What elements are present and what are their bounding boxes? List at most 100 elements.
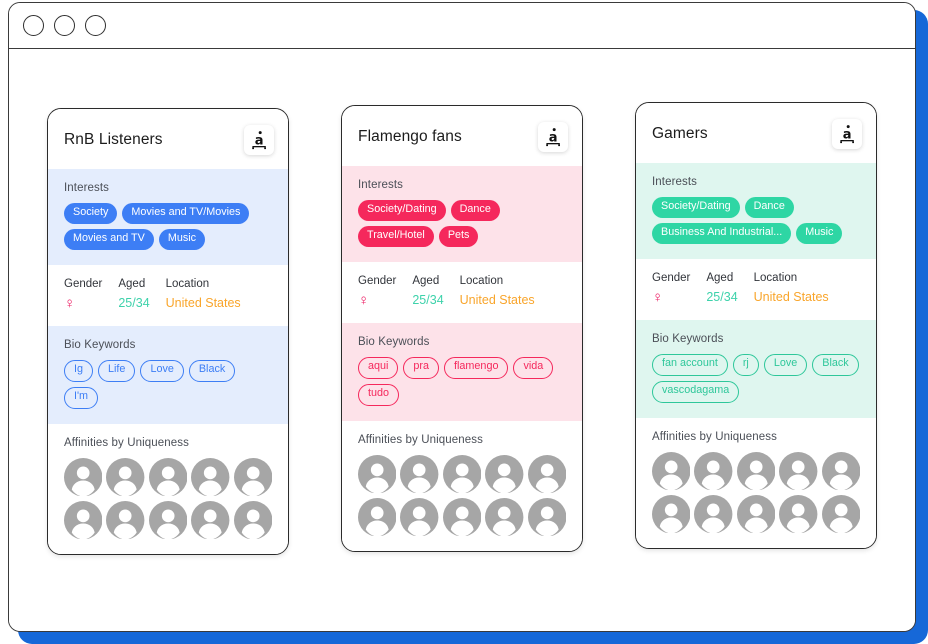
card-header: Flamengo fans a [342,106,582,166]
age-value: 25/34 [412,293,444,308]
bio-keyword-chip[interactable]: vascodagama [652,380,740,403]
demographics-section: Gender Aged Location ♀ 25/34 United Stat… [342,261,582,323]
window-close-icon[interactable] [23,15,44,36]
window-minimize-icon[interactable] [54,15,75,36]
interest-chip[interactable]: Society [64,203,118,224]
interest-chip[interactable]: Travel/Hotel [358,225,434,247]
interest-chip[interactable]: Society/Dating [652,197,740,218]
affinity-avatar[interactable] [694,451,733,490]
affinity-avatar[interactable] [694,494,733,534]
affinity-avatar[interactable] [191,500,230,540]
svg-text:a: a [843,127,852,142]
demographics-header-aged: Aged [118,277,146,290]
audiense-a-logo-icon[interactable]: a [832,119,862,149]
bio-keyword-chip[interactable]: Black [188,359,236,382]
affinity-avatar[interactable] [358,497,397,537]
affinity-avatar[interactable] [233,457,273,496]
window-titlebar [9,3,915,49]
bio-keyword-chip[interactable]: Love [140,359,184,382]
affinity-avatar[interactable] [736,451,776,490]
interests-label: Interests [64,182,110,194]
bio-keyword-chip[interactable]: fan account [652,353,728,376]
card-title: Flamengo fans [358,128,462,145]
bio-keyword-chip[interactable]: Black [812,353,859,376]
bio-keyword-chip[interactable]: Love [763,353,808,376]
gender-female-icon: ♀ [652,288,664,306]
location-value: United States [459,293,535,308]
bio-keyword-chip[interactable]: rj [732,353,759,376]
affinity-avatar[interactable] [652,494,691,534]
bio-keywords-label: Bio Keywords [358,335,430,348]
affinity-avatar[interactable] [652,451,691,490]
affinities-section: Affinities by Uniqueness [48,423,288,555]
svg-text:a: a [549,130,558,145]
bio-keyword-chip[interactable]: aqui [358,356,399,379]
affinity-avatar[interactable] [106,500,145,540]
affinity-avatar[interactable] [106,457,145,496]
affinity-avatar[interactable] [400,497,439,537]
affinity-avatar-grid [358,454,567,537]
affinity-avatar[interactable] [485,497,524,537]
affinities-label: Affinities by Uniqueness [652,430,777,443]
audience-card-red[interactable]: Flamengo fans a Interests Society/Dating… [341,105,583,553]
affinity-avatar[interactable] [358,454,397,493]
affinity-avatar[interactable] [485,454,524,493]
window-maximize-icon[interactable] [85,15,106,36]
interest-chip[interactable]: Music [158,228,206,250]
affinity-avatar[interactable] [64,500,103,540]
bio-keyword-chip[interactable]: Ig [64,359,94,382]
bio-keyword-chip[interactable]: I'm [64,386,99,409]
demographics-header-aged: Aged [412,274,440,287]
affinity-avatar[interactable] [821,451,861,490]
audiense-a-logo-icon[interactable]: a [538,122,568,152]
bio-keyword-chip[interactable]: Life [98,359,136,382]
interests-label: Interests [652,176,698,188]
interest-chip[interactable]: Dance [450,200,500,221]
interest-chip[interactable]: Movies and TV [64,228,154,250]
affinities-section: Affinities by Uniqueness [636,417,876,549]
interest-chip[interactable]: Music [796,222,843,244]
affinity-avatar[interactable] [191,457,230,496]
affinity-avatar[interactable] [64,457,103,496]
affinity-avatar-grid [64,457,273,540]
demographics-header-location: Location [459,274,504,287]
affinity-avatar[interactable] [736,494,776,534]
affinity-avatar[interactable] [148,500,188,540]
bio-keywords-label: Bio Keywords [652,332,724,345]
affinity-avatar[interactable] [527,454,567,493]
bio-keyword-chip[interactable]: tudo [358,383,400,406]
bio-keyword-chip[interactable]: pra [403,356,440,379]
interest-chip[interactable]: Movies and TV/Movies [122,203,250,224]
bio-keyword-chip[interactable]: flamengo [444,356,509,379]
affinity-avatar[interactable] [442,497,482,537]
bio-keyword-chip[interactable]: vida [513,356,554,379]
interests-label: Interests [358,179,404,191]
affinity-avatar[interactable] [233,500,273,540]
interest-chip[interactable]: Society/Dating [358,200,446,221]
demographics-header-aged: Aged [706,271,734,284]
audiense-a-logo-icon[interactable]: a [244,125,274,155]
affinity-avatar[interactable] [779,451,818,490]
interest-chip[interactable]: Dance [744,197,794,218]
affinity-avatar[interactable] [779,494,818,534]
demographics-header-gender: Gender [652,271,691,284]
affinity-avatar[interactable] [527,497,567,537]
affinity-avatar[interactable] [442,454,482,493]
affinities-section: Affinities by Uniqueness [342,420,582,552]
affinity-avatar[interactable] [400,454,439,493]
affinity-avatar[interactable] [148,457,188,496]
interest-chip[interactable]: Business And Industrial... [652,222,792,244]
affinity-avatar[interactable] [821,494,861,534]
interest-chip[interactable]: Pets [438,225,479,247]
